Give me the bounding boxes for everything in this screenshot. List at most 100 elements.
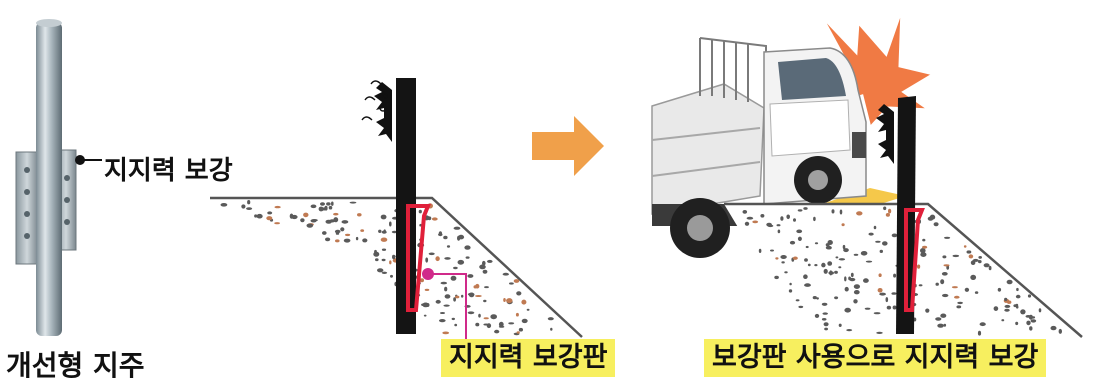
soil-pebble xyxy=(1058,328,1063,334)
soil-pebble xyxy=(844,286,849,292)
soil-pebble xyxy=(879,292,886,296)
soil-pebble xyxy=(797,236,802,241)
soil-pebble xyxy=(873,225,877,230)
soil-pebble xyxy=(942,255,947,259)
soil-pebble xyxy=(775,257,779,260)
soil-pebble xyxy=(506,298,513,304)
soil-pebble xyxy=(274,222,280,225)
soil-pebble xyxy=(303,212,309,218)
soil-pebble xyxy=(340,227,345,232)
soil-pebble xyxy=(343,238,351,243)
soil-pebble xyxy=(381,258,386,262)
soil-pebble xyxy=(957,301,963,305)
soil-pebble xyxy=(944,236,951,239)
soil-pebble xyxy=(803,274,808,280)
soil-pebble xyxy=(420,278,424,283)
soil-pebble xyxy=(972,258,979,262)
soil-pebble xyxy=(1020,309,1026,315)
soil-pebble xyxy=(521,318,528,324)
soil-pebble xyxy=(865,260,873,263)
soil-pebble xyxy=(777,229,781,234)
soil-pebble xyxy=(841,223,845,227)
soil-pebble xyxy=(804,283,811,287)
soil-pebble xyxy=(453,226,461,230)
soil-pebble xyxy=(940,313,947,318)
soil-pebble xyxy=(444,257,451,260)
soil-pebble xyxy=(746,216,754,220)
soil-pebble xyxy=(390,274,393,278)
soil-pebble xyxy=(940,279,945,285)
soil-pebble xyxy=(843,248,849,253)
soil-pebble xyxy=(807,263,811,267)
soil-pebble xyxy=(423,314,427,317)
soil-pebble xyxy=(1015,321,1019,326)
improved-post-photo xyxy=(15,19,77,336)
soil-pebble xyxy=(300,218,305,223)
soil-pebble xyxy=(457,259,465,265)
soil-pebble xyxy=(831,209,835,214)
soil-pebble xyxy=(274,205,281,209)
soil-pebble xyxy=(978,260,982,264)
soil-pebble xyxy=(878,273,882,278)
soil-pebble xyxy=(318,206,324,212)
reinforcement-plate-middle xyxy=(406,204,431,312)
soil-pebble xyxy=(917,264,921,269)
soil-pebble xyxy=(349,201,357,204)
soil-pebble xyxy=(838,266,842,269)
soil-pebble xyxy=(780,255,787,259)
soil-pebble xyxy=(920,248,926,254)
soil-pebble xyxy=(964,287,970,292)
soil-pebble xyxy=(518,327,524,332)
soil-pebble xyxy=(744,221,750,226)
soil-pebble xyxy=(428,252,435,256)
soil-pebble xyxy=(789,282,792,286)
soil-pebble xyxy=(814,313,820,318)
soil-pebble xyxy=(455,295,460,299)
soil-pebble xyxy=(781,261,785,264)
soil-pebble xyxy=(373,251,380,257)
soil-pebble xyxy=(844,276,847,282)
soil-pebble xyxy=(435,256,440,262)
soil-pebble xyxy=(357,213,362,217)
soil-pebble xyxy=(328,205,333,210)
soil-pebble xyxy=(443,304,450,307)
soil-pebble xyxy=(331,201,334,206)
soil-pebble xyxy=(876,331,883,334)
soil-pebble xyxy=(392,254,396,260)
soil-pebble xyxy=(267,211,273,215)
soil-pebble xyxy=(521,299,527,305)
soil-pebble xyxy=(952,254,960,258)
soil-pebble xyxy=(827,240,833,245)
soil-pebble xyxy=(467,311,475,315)
soil-pebble xyxy=(424,288,430,291)
soil-pebble xyxy=(1027,294,1032,298)
soil-pebble xyxy=(742,210,748,214)
soil-pebble xyxy=(850,272,854,278)
plate-highlight-label: 지지력 보강판 xyxy=(441,339,616,377)
soil-pebble xyxy=(266,216,273,221)
soil-pebble xyxy=(805,245,809,249)
soil-pebble xyxy=(1016,287,1019,292)
soil-pebble xyxy=(882,241,888,246)
soil-pebble xyxy=(325,237,331,242)
soil-pebble xyxy=(322,207,326,211)
soil-pebble xyxy=(375,258,379,262)
result-highlight-label: 보강판 사용으로 지지력 보강 xyxy=(704,339,1047,377)
soil-pebble xyxy=(439,319,446,323)
soil-pebble xyxy=(883,206,887,211)
post-name-label: 개선형 지주 xyxy=(6,349,145,382)
soil-pebble xyxy=(893,273,897,278)
soil-pebble xyxy=(461,294,464,298)
soil-pebble xyxy=(792,256,798,260)
soil-pebble xyxy=(844,307,851,313)
soil-pebble xyxy=(885,213,891,217)
soil-pebble xyxy=(1038,308,1042,313)
soil-pebble xyxy=(482,260,486,266)
soil-pebble xyxy=(360,229,365,232)
soil-pebble xyxy=(326,202,331,206)
soil-pebble xyxy=(1004,308,1010,312)
soil-pebble xyxy=(891,233,898,238)
soil-pebble xyxy=(509,282,514,285)
soil-pebble xyxy=(963,245,967,248)
